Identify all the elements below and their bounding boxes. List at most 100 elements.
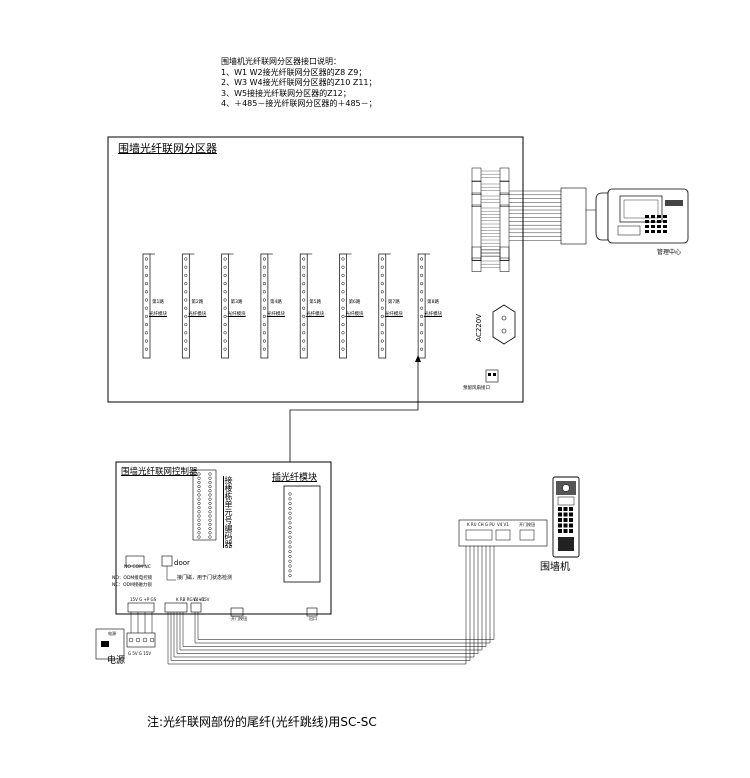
bus-wire [176,546,479,654]
fiber-slot-pin [288,511,292,515]
fiber-slot-pin [288,564,292,568]
module-pin [302,290,306,294]
module-pin [223,314,227,318]
module-pin [144,331,149,335]
fiber-slot-pin [288,569,292,573]
module-label: 第1路光纤模块 [145,299,171,317]
module-pin [144,265,149,269]
notes-line: 4、＋485－接光纤联网分区器的＋485－； [221,99,377,108]
wall-unit-display [557,496,575,506]
fiber-slot-pin [288,521,292,525]
module-pin [341,323,345,327]
encoder-pin [208,501,212,505]
module-pin [262,331,266,335]
module-pin [223,265,227,269]
module-pin [223,331,227,335]
monitor-key [651,220,655,223]
module-pin [144,339,149,343]
monitor-key [651,225,655,228]
module-label: 第5路光纤模块 [302,299,328,317]
module-name: 第6路 [348,300,361,305]
terminal-block-right [499,246,510,261]
module-pin [380,331,384,335]
wall-header-c: 开门按钮 [519,522,535,527]
module-sub: 光纤模块 [306,312,325,317]
bus-wire [197,546,495,640]
encoder-terminal-strip [192,469,217,541]
module-name: 第8路 [427,300,440,305]
module-pin [223,257,227,261]
fiber-module-label: 插光纤模块 [272,473,318,483]
ac-plug [492,304,516,345]
encoder-pin [197,493,201,497]
module-pin [262,339,266,343]
port-b-header [306,607,318,617]
encoder-pin [208,514,212,518]
monitor-keypad [645,215,667,233]
monitor-screen [619,195,663,223]
interface-notes: 围墙机光纤联网分区器接口说明： 1、W1 W2接光纤联网分区器的Z8 Z9； 2… [221,57,377,110]
management-terminal-block [560,187,587,245]
controller-title: 围墙光纤联网控制器 [121,467,198,477]
module-strip [417,253,426,359]
notes-heading: 围墙机光纤联网分区器接口说明： [221,57,341,66]
terminal-block-left [471,180,482,195]
management-monitor [595,188,689,244]
module-pin [302,314,306,318]
module-pin [262,282,266,286]
fiber-arrow [415,355,421,362]
monitor-card-area [617,225,641,236]
module-pin [341,257,345,261]
module-pin [420,314,424,318]
module-pin [302,347,306,351]
module-pin [184,339,188,343]
wall-header-block [519,529,535,541]
module-pin [184,306,188,310]
monitor-key [657,230,661,233]
module-pin [184,282,188,286]
encoder-pin [208,535,212,539]
module-pin [420,331,424,335]
fan-port [485,369,499,383]
management-label: 管理中心 [657,249,682,256]
module-pin [380,298,384,302]
power-label: 电源 [107,656,126,666]
encoder-pin [208,518,212,522]
ac-label: AC220V [475,314,483,342]
v-header-label: V4 V1 [193,597,205,602]
module-pin [223,290,227,294]
encoder-pin [208,472,212,476]
module-name: 第7路 [387,300,400,305]
module-pin [420,339,424,343]
module-pin [223,339,227,343]
module-sub: 光纤模块 [345,312,364,317]
module-pin [262,314,266,318]
door-terminal [161,555,173,567]
module-pin [341,298,345,302]
ac-pin [501,328,507,334]
monitor-key [657,215,661,218]
encoder-pin [208,476,212,480]
bus-wire [179,546,483,651]
module-sub: 光纤模块 [384,312,403,317]
module-pin [184,257,188,261]
encoder-pin [208,493,212,497]
wall-key [558,512,562,517]
encoder-pin [208,489,212,493]
encoder-pin [208,522,212,526]
wall-key [563,518,568,522]
module-pin [420,298,424,302]
wall-key [558,518,562,522]
module-pin [420,265,424,269]
wall-key [558,523,562,528]
module-pin [262,290,266,294]
encoder-pin [208,497,212,501]
module-pin [144,290,149,294]
module-pin [380,323,384,327]
bus-wire [182,546,487,647]
terminal-block-right [499,257,510,272]
fiber-slot-pin [288,540,292,544]
encoder-pin [197,489,201,493]
encoder-pin [197,480,201,484]
module-pin [262,347,266,351]
